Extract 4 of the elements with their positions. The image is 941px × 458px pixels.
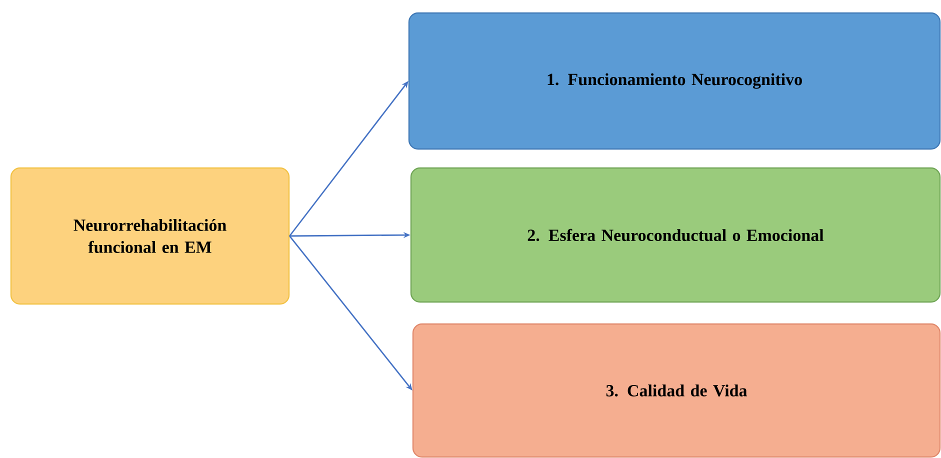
- category-box: 2. Esfera Neuroconductual o Emocional: [410, 167, 941, 303]
- category-box: Neurorrehabilitación funcional en EM: [10, 167, 290, 305]
- category-box: 1. Funcionamiento Neurocognitivo: [408, 12, 941, 150]
- category-box: 3. Calidad de Vida: [412, 323, 941, 458]
